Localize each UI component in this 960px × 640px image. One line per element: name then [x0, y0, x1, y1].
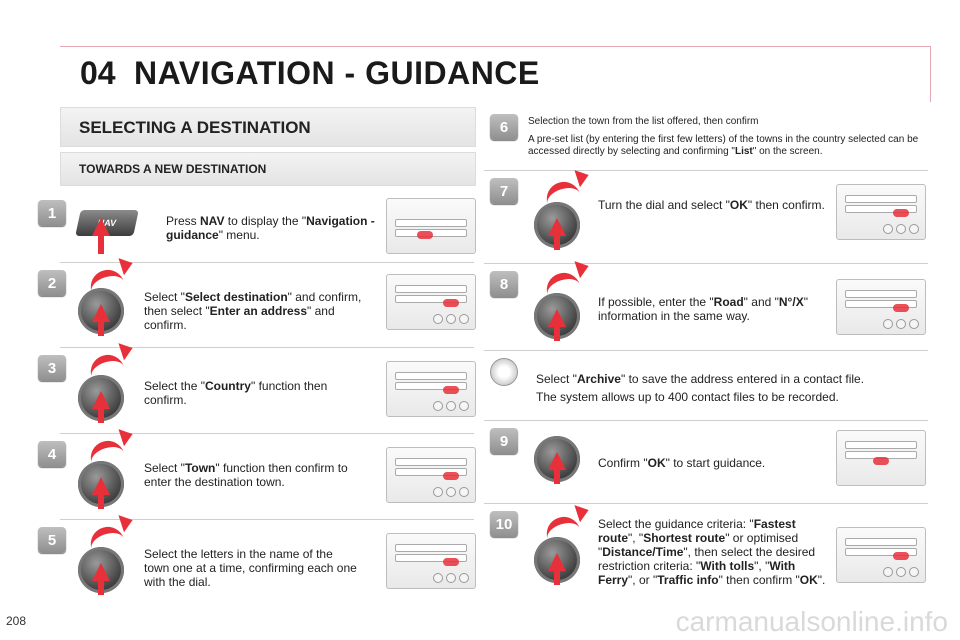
watermark: carmanualsonline.info: [675, 606, 948, 637]
step-10: 10 Select the guidance criteria: "Fastes…: [484, 503, 928, 607]
step-3: 3 Select the "Country" function then con…: [38, 347, 476, 434]
radio-illustration: [386, 274, 476, 330]
radio-illustration: [836, 527, 926, 583]
up-arrow-icon: [92, 218, 110, 236]
section-subtitle: TOWARDS A NEW DESTINATION: [79, 162, 267, 176]
step-5: 5 Select the letters in the name of the …: [38, 519, 476, 607]
header-frame: [60, 46, 931, 102]
push-arrow-icon: [92, 563, 110, 581]
section-title: SELECTING A DESTINATION: [79, 118, 311, 137]
step-number-badge: 3: [38, 355, 66, 381]
push-arrow-icon: [92, 304, 110, 322]
step-3-text: Select the "Country" function then confi…: [144, 379, 328, 407]
step-10-text: Select the guidance criteria: "Fastest r…: [598, 517, 826, 587]
push-arrow-icon: [548, 452, 566, 470]
step-6-line2: A pre-set list (by entering the first fe…: [528, 134, 919, 157]
arrow-stem: [554, 470, 560, 484]
radio-illustration: [386, 198, 476, 254]
step-7: 7 Turn the dial and select "OK" then con…: [484, 170, 928, 264]
step-1: 1 NAV Press NAV to display the "Navigati…: [38, 192, 476, 263]
arrow-stem: [554, 327, 560, 341]
step-number-badge: 2: [38, 270, 66, 296]
radio-illustration: [386, 361, 476, 417]
subsection-band: [60, 152, 476, 186]
step-number-badge: 5: [38, 527, 66, 553]
page-number: 208: [6, 614, 27, 628]
page-title: NAVIGATION - GUIDANCE: [134, 55, 540, 91]
step-4-text: Select "Town" function then confirm to e…: [144, 461, 348, 489]
radio-illustration: [836, 430, 926, 486]
step-6: 6 Selection the town from the list offer…: [484, 106, 928, 171]
step-2-text: Select "Select destination" and confirm,…: [144, 290, 362, 332]
radio-illustration: [386, 447, 476, 503]
step-4: 4 Select "Town" function then confirm to…: [38, 433, 476, 520]
step-1-text: Press NAV to display the "Navigation - g…: [166, 214, 375, 242]
section-band: [60, 107, 476, 147]
arrow-stem: [98, 322, 104, 336]
step-number-badge: 8: [490, 271, 518, 297]
step-5-text: Select the letters in the name of the to…: [144, 547, 357, 589]
radio-illustration: [386, 533, 476, 589]
arrow-stem: [98, 495, 104, 509]
arrow-stem: [98, 409, 104, 423]
step-number-badge: 9: [490, 428, 518, 454]
step-number-badge: 1: [38, 200, 66, 226]
arrow-stem: [554, 571, 560, 585]
radio-illustration: [836, 184, 926, 240]
tip-archive: Select "Archive" to save the address ent…: [484, 350, 928, 421]
arrow-stem: [554, 236, 560, 250]
tip-text-line2: The system allows up to 400 contact file…: [536, 390, 839, 404]
lightbulb-icon: [490, 358, 518, 386]
step-8-text: If possible, enter the "Road" and "N°/X"…: [598, 295, 808, 323]
step-7-text: Turn the dial and select "OK" then confi…: [598, 198, 825, 212]
push-arrow-icon: [92, 391, 110, 409]
arrow-stem: [98, 236, 104, 254]
push-arrow-icon: [548, 309, 566, 327]
step-number-badge: 10: [490, 511, 518, 537]
push-arrow-icon: [92, 477, 110, 495]
step-number-badge: 7: [490, 178, 518, 204]
step-9-text: Confirm "OK" to start guidance.: [598, 456, 766, 470]
step-6-line1: Selection the town from the list offered…: [528, 116, 759, 127]
chapter-number: 04: [80, 55, 116, 91]
step-8: 8 If possible, enter the "Road" and "N°/…: [484, 263, 928, 351]
step-number-badge: 6: [490, 114, 518, 140]
radio-illustration: [836, 279, 926, 335]
step-9: 9 Confirm "OK" to start guidance.: [484, 420, 928, 504]
step-number-badge: 4: [38, 441, 66, 467]
push-arrow-icon: [548, 218, 566, 236]
step-2: 2 Select "Select destination" and confir…: [38, 262, 476, 348]
push-arrow-icon: [548, 553, 566, 571]
tip-text: Select "Archive" to save the address ent…: [536, 372, 865, 386]
arrow-stem: [98, 581, 104, 595]
